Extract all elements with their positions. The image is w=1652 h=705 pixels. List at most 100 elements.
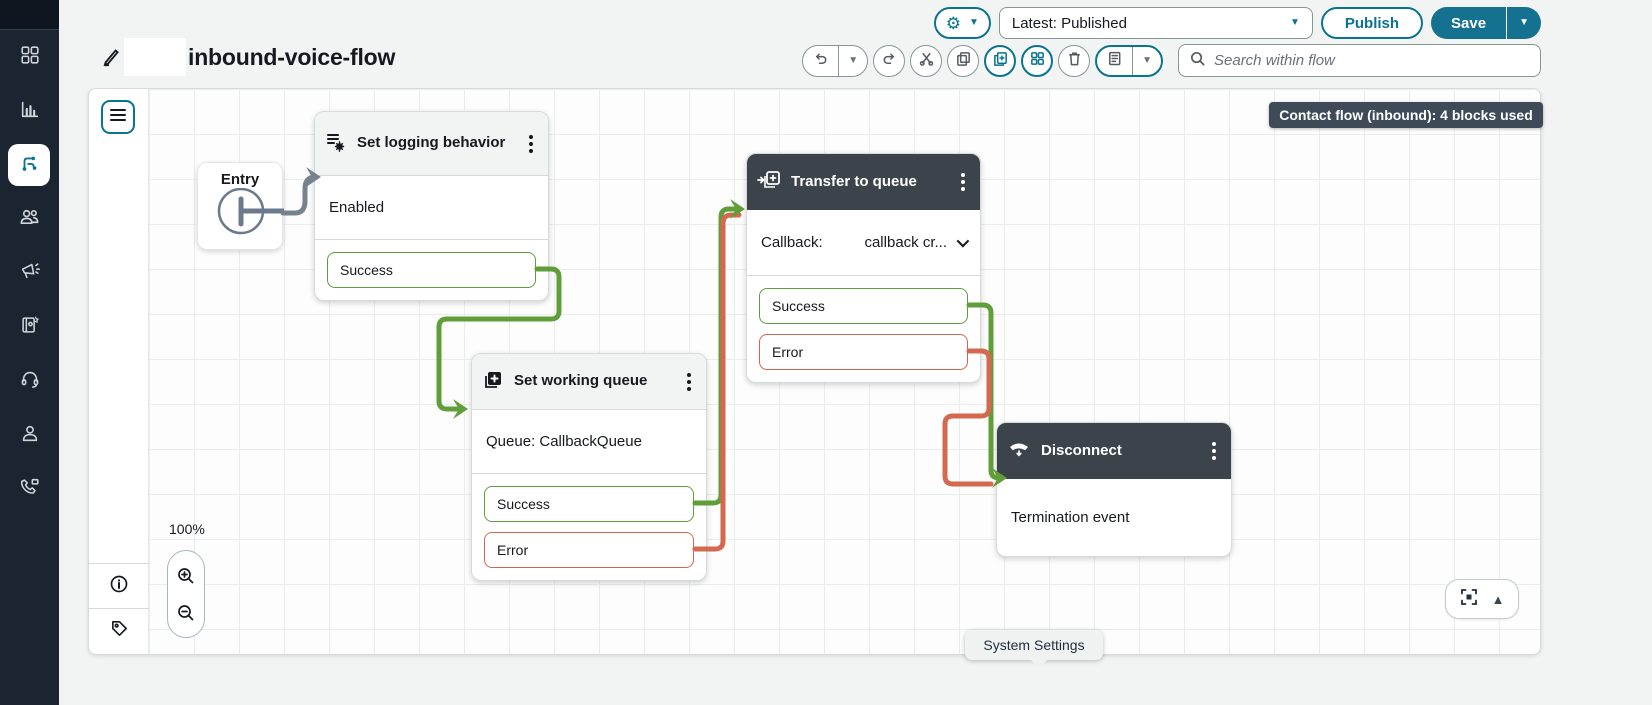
- copy-icon: [955, 50, 972, 72]
- divider: [89, 608, 149, 609]
- block-ports: Success: [315, 240, 548, 300]
- version-select[interactable]: Latest: Published ▼: [998, 7, 1313, 39]
- zoom-out-button[interactable]: [176, 603, 196, 623]
- block-parameter: Termination event: [1011, 509, 1130, 526]
- callback-value-dropdown[interactable]: callback cr...: [864, 234, 970, 251]
- dashboard-icon: [19, 44, 41, 71]
- blocks-menu-button[interactable]: [101, 100, 135, 134]
- collapse-button[interactable]: ▲: [1491, 591, 1505, 607]
- zoom-in-button[interactable]: [176, 566, 196, 586]
- zoom-level-label: 100%: [169, 521, 205, 537]
- block-ports: Success Error: [472, 474, 706, 580]
- delete-button[interactable]: [1058, 44, 1091, 77]
- notes-split-button[interactable]: ▼: [1095, 44, 1163, 77]
- headset-icon: [19, 368, 41, 395]
- chevron-down-icon[interactable]: ▼: [968, 17, 979, 28]
- redo-button[interactable]: [873, 44, 906, 77]
- scissors-icon: [918, 50, 935, 72]
- kebab-menu-icon[interactable]: [524, 134, 538, 153]
- port-error[interactable]: Error: [484, 532, 694, 568]
- block-entry[interactable]: Entry: [197, 162, 284, 250]
- block-parameter: Enabled: [315, 176, 548, 240]
- kebab-menu-icon[interactable]: [682, 372, 696, 391]
- block-header[interactable]: Disconnect: [997, 423, 1231, 479]
- gear-icon: ⚙: [945, 13, 961, 33]
- port-success[interactable]: Success: [759, 288, 968, 324]
- set-logging-icon: [325, 131, 347, 157]
- grid-icon: [1029, 50, 1046, 72]
- sidebar-top-strip: [0, 0, 59, 30]
- chevron-down-icon: [956, 234, 970, 248]
- block-set-logging-behavior[interactable]: Set logging behavior Enabled Success: [314, 111, 549, 301]
- save-menu-arrow[interactable]: ▼: [1506, 7, 1541, 39]
- sidebar-item-profile[interactable]: [0, 408, 59, 462]
- port-success[interactable]: Success: [327, 252, 536, 288]
- sidebar-item-support[interactable]: [0, 354, 59, 408]
- contact-book-icon: [19, 314, 41, 341]
- block-transfer-to-queue[interactable]: Transfer to queue Callback: callback cr.…: [746, 153, 981, 383]
- port-success[interactable]: Success: [484, 486, 694, 522]
- masked-region: [124, 38, 186, 76]
- kebab-menu-icon[interactable]: [1207, 442, 1221, 460]
- metadata-button[interactable]: [89, 564, 149, 608]
- block-disconnect[interactable]: Disconnect Termination event: [996, 422, 1232, 557]
- sidebar-item-directory[interactable]: [0, 300, 59, 354]
- tags-button[interactable]: [89, 609, 149, 653]
- blocks-panel-button[interactable]: [1021, 44, 1054, 77]
- publish-button[interactable]: Publish: [1320, 7, 1424, 39]
- block-set-working-queue[interactable]: Set working queue Queue: CallbackQueue S…: [471, 353, 707, 581]
- kebab-menu-icon[interactable]: [956, 173, 970, 191]
- info-icon: [109, 574, 129, 599]
- search-container: [1178, 44, 1541, 77]
- port-error[interactable]: Error: [759, 334, 968, 370]
- block-parameter: Callback: callback cr...: [747, 210, 980, 276]
- cut-button[interactable]: [910, 44, 943, 77]
- chevron-down-icon: ▼: [848, 54, 859, 66]
- search-input[interactable]: [1214, 52, 1530, 69]
- chevron-down-icon: ▼: [1519, 17, 1529, 28]
- sidebar-selected-indicator: [8, 144, 50, 186]
- callback-value: callback cr...: [864, 234, 947, 251]
- sidebar-item-dashboard[interactable]: [0, 30, 59, 84]
- block-header[interactable]: Transfer to queue: [747, 154, 980, 210]
- edit-pencil-icon[interactable]: [100, 46, 122, 68]
- undo-button[interactable]: [803, 46, 838, 76]
- save-split-button[interactable]: Save ▼: [1431, 7, 1541, 39]
- chevron-down-icon: ▼: [1289, 17, 1300, 28]
- flow-settings-button[interactable]: ⚙ ▼: [933, 7, 991, 39]
- notes-button[interactable]: [1097, 47, 1132, 75]
- copy-button[interactable]: [947, 44, 980, 77]
- set-working-queue-icon: [482, 369, 504, 395]
- sidebar-item-announcements[interactable]: [0, 246, 59, 300]
- page-title: inbound-voice-flow: [188, 43, 396, 70]
- disconnect-icon: [1007, 439, 1031, 463]
- save-button[interactable]: Save: [1451, 14, 1487, 32]
- block-title: Set logging behavior: [357, 134, 506, 152]
- undo-icon: [812, 50, 829, 72]
- undo-menu-arrow[interactable]: ▼: [838, 45, 867, 76]
- notes-icon: [1106, 50, 1123, 72]
- phone-call-icon: [19, 476, 41, 503]
- flow-title-group: inbound-voice-flow: [100, 38, 395, 76]
- block-header[interactable]: Set working queue: [472, 354, 706, 410]
- trash-icon: [1066, 50, 1083, 72]
- app-sidebar: [0, 0, 59, 705]
- block-title: Disconnect: [1041, 441, 1122, 459]
- flows-icon: [19, 152, 41, 179]
- block-header[interactable]: Set logging behavior: [315, 112, 548, 176]
- megaphone-icon: [19, 260, 41, 287]
- fit-to-screen-button[interactable]: [1460, 588, 1478, 611]
- notes-menu-arrow[interactable]: ▼: [1132, 46, 1161, 75]
- copy-to-new-button[interactable]: [984, 44, 1017, 77]
- entry-point-icon: [217, 188, 284, 235]
- block-parameter: Queue: CallbackQueue: [472, 410, 706, 474]
- sidebar-item-flows[interactable]: [0, 138, 59, 192]
- sidebar-item-calls[interactable]: [0, 462, 59, 516]
- block-title: Transfer to queue: [791, 172, 917, 190]
- sidebar-item-analytics[interactable]: [0, 84, 59, 138]
- sidebar-item-users[interactable]: [0, 192, 59, 246]
- flow-canvas: Entry Set logging behavior Enabled Succe…: [88, 88, 1543, 655]
- zoom-controls: [167, 550, 205, 638]
- undo-split-button[interactable]: ▼: [802, 44, 869, 77]
